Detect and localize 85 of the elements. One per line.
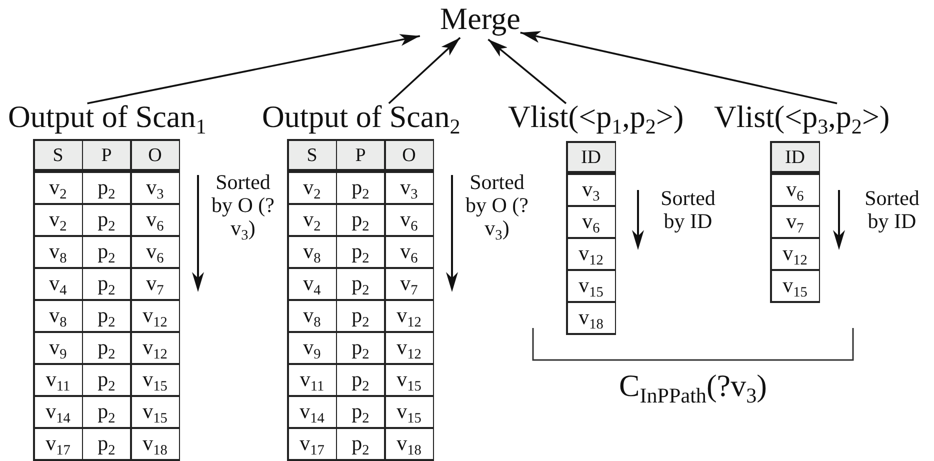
- table-cell: p$_{2}$: [83, 428, 130, 459]
- list-heading: Vlist(<p$_{3}$,p$_{2}$>): [714, 100, 890, 134]
- table-cell: v$_{8}$: [34, 300, 82, 331]
- table-cell: v$_{12}$: [132, 300, 178, 331]
- column-header: S: [34, 140, 82, 171]
- table-cell: p$_{2}$: [337, 236, 384, 267]
- table-cell: p$_{2}$: [83, 204, 130, 235]
- table-cell: v$_{6}$: [772, 174, 818, 205]
- sort-note: Sorted by ID: [864, 187, 920, 233]
- table-cell: v$_{12}$: [568, 238, 614, 269]
- table-cell: p$_{2}$: [337, 268, 384, 299]
- table-cell: v$_{8}$: [288, 300, 336, 331]
- column-header: P: [83, 140, 130, 171]
- table-cell: p$_{2}$: [337, 364, 384, 395]
- column-header: ID: [568, 142, 614, 173]
- table-cell: v$_{12}$: [772, 238, 818, 269]
- table-cell: p$_{2}$: [83, 300, 130, 331]
- table-cell: v$_{2}$: [288, 204, 336, 235]
- column-header: S: [288, 140, 336, 171]
- table-cell: v$_{3}$: [386, 172, 432, 203]
- table-cell: v$_{15}$: [132, 396, 178, 427]
- table-cell: v$_{17}$: [34, 428, 82, 459]
- list-heading: Output of Scan$_{2}$: [262, 100, 460, 134]
- table-cell: v$_{14}$: [34, 396, 82, 427]
- table-cell: v$_{12}$: [386, 300, 432, 331]
- table-cell: v$_{7}$: [386, 268, 432, 299]
- table-cell: v$_{18}$: [568, 302, 614, 333]
- table-cell: v$_{14}$: [288, 396, 336, 427]
- table-cell: v$_{9}$: [288, 332, 336, 363]
- column-header: O: [132, 140, 178, 171]
- table-cell: p$_{2}$: [83, 332, 130, 363]
- arrow: [388, 37, 461, 104]
- table-cell: v$_{3}$: [568, 174, 614, 205]
- table-cell: p$_{2}$: [337, 428, 384, 459]
- table-cell: v$_{4}$: [288, 268, 336, 299]
- sort-note: Sorted by O (?v$_{3}$): [464, 171, 530, 240]
- sort-note: Sorted by O (?v$_{3}$): [210, 171, 276, 240]
- table-cell: v$_{7}$: [772, 206, 818, 237]
- table-cell: p$_{2}$: [337, 396, 384, 427]
- table-cell: p$_{2}$: [83, 236, 130, 267]
- table-cell: v$_{15}$: [132, 364, 178, 395]
- table-cell: v$_{12}$: [132, 332, 178, 363]
- column-header: ID: [772, 142, 818, 173]
- table-cell: v$_{4}$: [34, 268, 82, 299]
- table-cell: v$_{18}$: [132, 428, 178, 459]
- table-cell: v$_{15}$: [772, 270, 818, 301]
- table-cell: v$_{11}$: [34, 364, 82, 395]
- table-cell: v$_{15}$: [568, 270, 614, 301]
- table-cell: v$_{9}$: [34, 332, 82, 363]
- table-cell: p$_{2}$: [337, 300, 384, 331]
- column-header: O: [386, 140, 432, 171]
- table-cell: v$_{6}$: [386, 236, 432, 267]
- table-cell: p$_{2}$: [83, 364, 130, 395]
- arrow: [87, 34, 420, 104]
- list-heading: Output of Scan$_{1}$: [8, 100, 206, 134]
- formula-label: C$_{InPPath}$(?v$_{3}$): [618, 368, 768, 404]
- table-cell: v$_{15}$: [386, 364, 432, 395]
- column-header: P: [337, 140, 384, 171]
- table-cell: p$_{2}$: [83, 172, 130, 203]
- table-cell: v$_{6}$: [132, 204, 178, 235]
- table-cell: v$_{11}$: [288, 364, 336, 395]
- table-cell: v$_{17}$: [288, 428, 336, 459]
- sort-note: Sorted by ID: [660, 187, 716, 233]
- table-cell: v$_{15}$: [386, 396, 432, 427]
- arrow: [520, 31, 838, 104]
- table-cell: v$_{12}$: [386, 332, 432, 363]
- table-cell: v$_{7}$: [132, 268, 178, 299]
- table-cell: v$_{2}$: [34, 172, 82, 203]
- arrow: [488, 38, 567, 104]
- table-cell: v$_{6}$: [132, 236, 178, 267]
- table-cell: v$_{2}$: [34, 204, 82, 235]
- table-cell: v$_{8}$: [34, 236, 82, 267]
- table-cell: v$_{6}$: [568, 206, 614, 237]
- list-heading: Vlist(<p$_{1}$,p$_{2}$>): [508, 100, 684, 134]
- table-cell: p$_{2}$: [337, 332, 384, 363]
- table-cell: p$_{2}$: [83, 396, 130, 427]
- table-cell: v$_{3}$: [132, 172, 178, 203]
- table-cell: v$_{18}$: [386, 428, 432, 459]
- table-cell: p$_{2}$: [337, 172, 384, 203]
- table-cell: v$_{2}$: [288, 172, 336, 203]
- table-cell: v$_{8}$: [288, 236, 336, 267]
- table-cell: v$_{6}$: [386, 204, 432, 235]
- operator-label: Merge: [440, 2, 520, 36]
- table-cell: p$_{2}$: [83, 268, 130, 299]
- table-cell: p$_{2}$: [337, 204, 384, 235]
